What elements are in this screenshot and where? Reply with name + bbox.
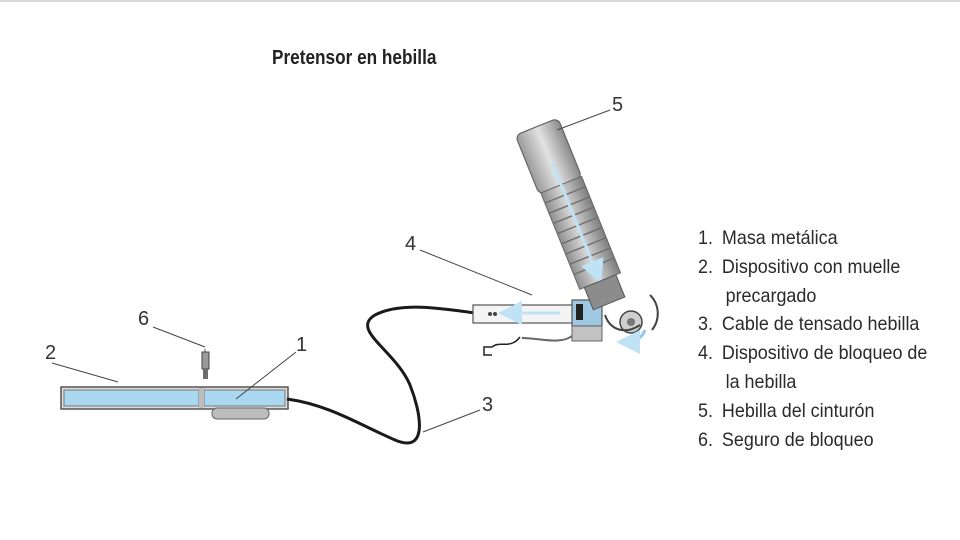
callout-2: 2 <box>45 342 57 364</box>
callout-6: 6 <box>138 308 150 330</box>
legend-item: 6.Seguro de bloqueo <box>698 428 874 451</box>
pivot-wheel <box>604 294 659 355</box>
diagram-title: Pretensor en hebilla <box>272 47 437 69</box>
metal-mass <box>211 407 270 420</box>
legend-item: 5.Hebilla del cinturón <box>698 399 875 422</box>
leader-lines <box>51 109 611 433</box>
base-tube <box>60 386 289 410</box>
callout-4: 4 <box>405 233 417 255</box>
callout-5: 5 <box>612 94 624 116</box>
callout-1: 1 <box>296 334 308 356</box>
legend-item: 1.Masa metálica <box>698 227 838 249</box>
callout-3: 3 <box>482 394 494 416</box>
legend-list: 1.Masa metálica 2.Dispositivo con muelle… <box>698 224 947 454</box>
top-border <box>0 0 960 2</box>
tension-cable <box>286 305 476 445</box>
locking-pin <box>201 349 210 379</box>
seat-belt-buckle <box>516 119 626 311</box>
locking-device <box>472 299 603 356</box>
legend-item: 3.Cable de tensado hebilla <box>698 313 920 336</box>
